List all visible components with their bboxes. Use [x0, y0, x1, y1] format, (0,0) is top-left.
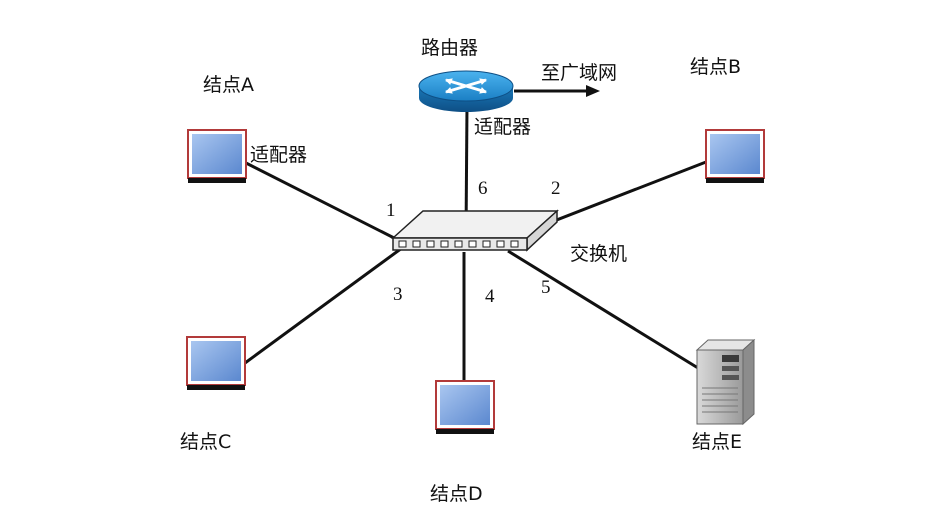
node-a-label: 结点A — [203, 74, 254, 96]
monitor-icon — [435, 380, 495, 434]
switch-icon — [391, 209, 559, 252]
port-6-label: 6 — [478, 178, 488, 199]
node-d-label: 结点D — [430, 483, 483, 505]
node-a-adapter-label: 适配器 — [250, 144, 308, 166]
router-icon — [418, 70, 514, 112]
server-tower-icon — [695, 338, 756, 426]
port-5-label: 5 — [541, 277, 551, 298]
port-1-label: 1 — [386, 200, 396, 221]
link-node-e — [507, 249, 699, 370]
link-node-c — [244, 246, 403, 365]
node-b-label: 结点B — [690, 56, 742, 78]
monitor-icon — [186, 336, 246, 390]
node-e-label: 结点E — [692, 431, 743, 453]
links — [244, 104, 707, 381]
link-node-a — [245, 161, 403, 244]
node-c-label: 结点C — [180, 431, 232, 453]
monitor-icon — [187, 129, 247, 183]
port-3-label: 3 — [393, 284, 403, 305]
router-adapter-label: 适配器 — [474, 116, 532, 138]
arrow-right-icon — [514, 85, 600, 97]
wan-label: 至广域网 — [541, 62, 618, 84]
port-2-label: 2 — [551, 178, 561, 199]
switch-label: 交换机 — [570, 243, 628, 265]
monitor-icon — [705, 129, 765, 183]
router-label: 路由器 — [421, 37, 479, 59]
port-4-label: 4 — [485, 286, 495, 307]
